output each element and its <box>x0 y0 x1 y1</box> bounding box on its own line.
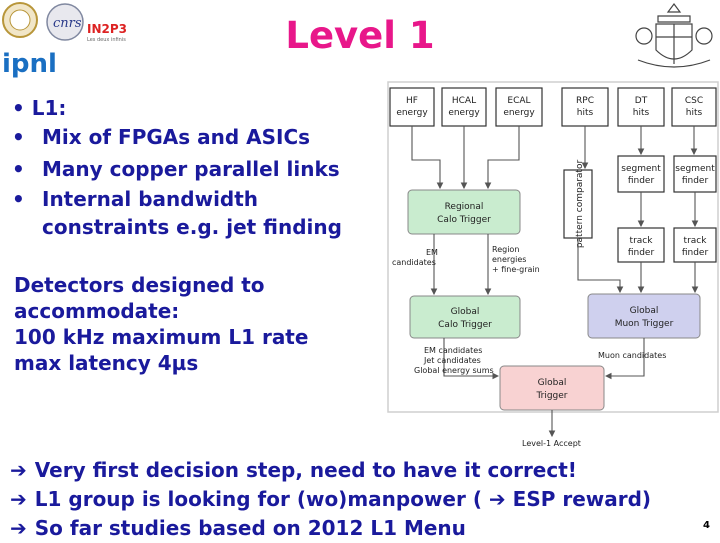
svg-text:track: track <box>684 236 708 246</box>
segment-finder-dt <box>617 155 665 193</box>
svg-text:hits: hits <box>577 108 594 118</box>
bullet-bandwidth: •Internal bandwidth <box>12 187 259 211</box>
svg-text:Muon Trigger: Muon Trigger <box>615 319 674 329</box>
svg-text:energy: energy <box>396 108 428 118</box>
global-trigger-box <box>499 365 605 411</box>
gct-energy-sums: Global energy sums <box>414 366 494 375</box>
svg-text:energy: energy <box>503 108 535 118</box>
right-arrow-icon: ➔ <box>10 458 27 482</box>
cnrs-logo-icon <box>46 3 84 41</box>
svg-text:hits: hits <box>686 108 703 118</box>
bottom-line-2: ➔L1 group is looking for (wo)manpower ( … <box>10 487 652 511</box>
global-calo-trigger-box <box>409 295 521 339</box>
em-label: EM <box>426 248 438 257</box>
dt-hits-box <box>617 87 665 127</box>
ecal-energy-box <box>495 87 543 127</box>
regional-calo-trigger-box <box>407 189 521 235</box>
req-line-2: accommodate: <box>14 299 180 323</box>
diagram-connectors <box>411 126 699 438</box>
bullet-fpga: •Mix of FPGAs and ASICs <box>12 125 311 149</box>
svg-text:pattern comparator: pattern comparator <box>575 160 585 249</box>
svg-text:finder: finder <box>628 248 655 258</box>
level1-accept-label: Level-1 Accept <box>522 439 581 448</box>
muon-candidates-label: Muon candidates <box>598 351 666 360</box>
gct-em-candidates: EM candidates <box>424 346 482 355</box>
page-number: 4 <box>703 520 710 531</box>
global-muon-trigger-box <box>587 293 701 339</box>
svg-text:Calo Trigger: Calo Trigger <box>437 215 491 225</box>
req-line-4: max latency 4µs <box>14 351 199 375</box>
svg-text:finder: finder <box>682 248 709 258</box>
svg-text:Calo Trigger: Calo Trigger <box>438 320 492 330</box>
svg-text:segment: segment <box>675 164 715 174</box>
rpc-hits-box <box>561 87 609 127</box>
right-arrow-icon: ➔ <box>481 487 513 511</box>
svg-text:track: track <box>630 236 654 246</box>
bottom-line-3: ➔So far studies based on 2012 L1 Menu <box>10 516 466 540</box>
hcal-energy-box <box>441 87 487 127</box>
svg-text:segment: segment <box>621 164 661 174</box>
bottom-line-1: ➔Very first decision step, need to have … <box>10 458 577 482</box>
svg-text:RPC: RPC <box>576 96 594 106</box>
svg-text:Global: Global <box>630 306 659 316</box>
institution-logos: cnrs IN2P3 Les deux infinis ipnl <box>2 2 127 79</box>
bullet-copper: •Many copper parallel links <box>12 157 340 181</box>
page-title: Level 1 <box>285 14 435 57</box>
svg-text:HF: HF <box>406 96 418 106</box>
req-line-1: Detectors designed to <box>14 273 265 297</box>
segment-finder-csc <box>673 155 717 193</box>
svg-text:ECAL: ECAL <box>507 96 530 106</box>
em-candidates-label: candidates <box>392 258 436 267</box>
bullet-bandwidth-cont: constraints e.g. jet finding <box>42 215 342 239</box>
svg-text:Global: Global <box>451 307 480 317</box>
svg-text:CSC: CSC <box>685 96 703 106</box>
l1-heading: • L1: <box>12 96 67 120</box>
svg-text:finder: finder <box>628 176 655 186</box>
in2p3-subtitle: Les deux infinis <box>87 37 126 43</box>
csc-hits-box <box>671 87 717 127</box>
right-arrow-icon: ➔ <box>10 487 27 511</box>
l1-trigger-diagram: HF energy HCAL energy ECAL energy RPC hi… <box>387 81 719 448</box>
svg-text:Regional: Regional <box>445 202 484 212</box>
gct-jet-candidates: Jet candidates <box>423 356 481 365</box>
energies-label: energies <box>492 255 526 264</box>
right-arrow-icon: ➔ <box>10 516 27 540</box>
region-label: Region <box>492 245 519 254</box>
crest-icon <box>635 3 713 68</box>
svg-text:finder: finder <box>682 176 709 186</box>
svg-text:Global: Global <box>538 378 567 388</box>
ipnl-logo-icon: ipnl <box>2 49 57 79</box>
svg-text:HCAL: HCAL <box>452 96 476 106</box>
svg-text:DT: DT <box>635 96 648 106</box>
req-line-3: 100 kHz maximum L1 rate <box>14 325 309 349</box>
svg-text:cnrs: cnrs <box>53 16 82 31</box>
in2p3-logo-text: IN2P3 <box>87 22 127 36</box>
track-finder-csc <box>673 227 717 263</box>
svg-text:Trigger: Trigger <box>535 391 567 401</box>
svg-text:hits: hits <box>633 108 650 118</box>
pattern-comparator-box <box>563 169 593 239</box>
hf-energy-box <box>389 87 435 127</box>
svg-text:energy: energy <box>448 108 480 118</box>
fine-grain-label: + fine-grain <box>492 265 540 274</box>
detector-requirements: Detectors designed to accommodate: 100 k… <box>14 272 374 376</box>
